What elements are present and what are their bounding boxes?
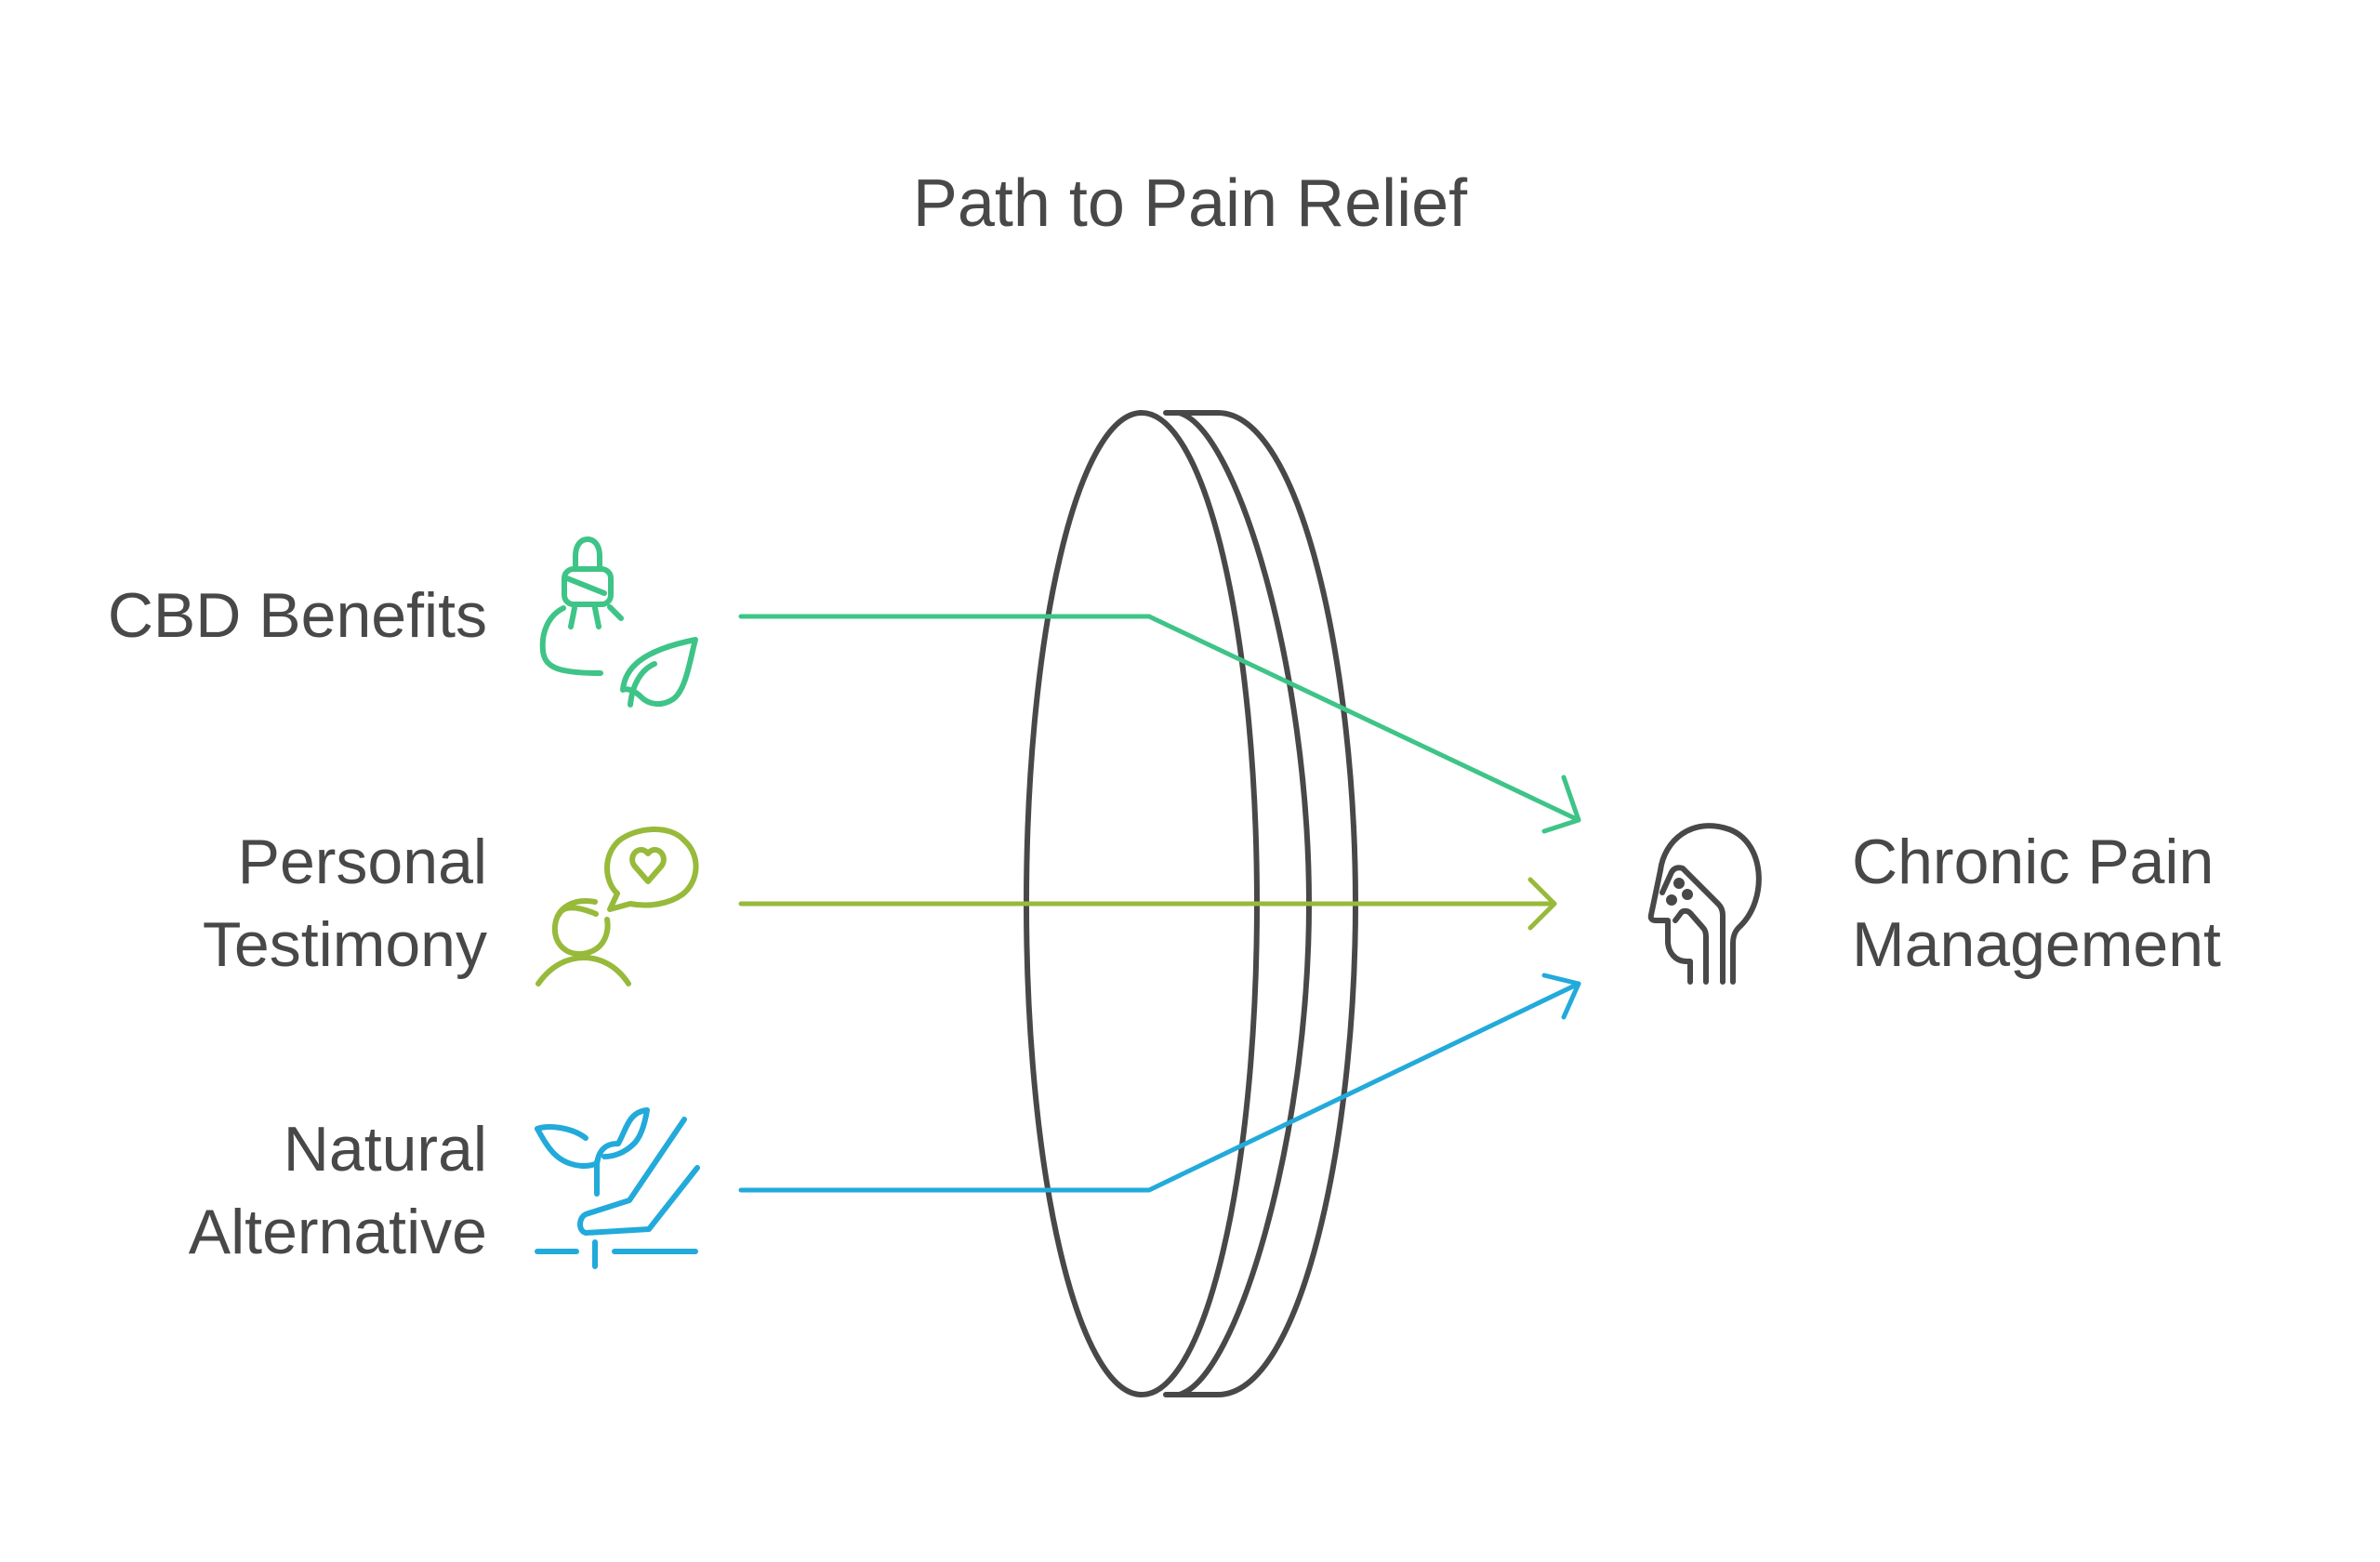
arrowhead-cbd bbox=[1541, 774, 1581, 834]
label-line: Personal bbox=[237, 827, 487, 897]
connector-natural bbox=[738, 981, 1581, 1193]
connector-cbd bbox=[738, 614, 1581, 823]
label-line: Management bbox=[1852, 909, 2221, 980]
diagram-title: Path to Pain Relief bbox=[912, 166, 1468, 241]
person-speech-heart-icon bbox=[536, 827, 699, 986]
hand-sprout-icon bbox=[535, 1107, 700, 1269]
label-line: Testimony bbox=[202, 909, 487, 980]
label-line: Chronic Pain bbox=[1852, 827, 2215, 897]
head-pain-icon bbox=[1647, 823, 1762, 985]
arrowhead-testimony bbox=[1527, 877, 1557, 931]
label-line: Natural bbox=[283, 1114, 487, 1185]
label-natural-alternative: Natural Alternative bbox=[189, 1108, 487, 1274]
label-line: Alternative bbox=[188, 1197, 487, 1267]
label-cbd-benefits: CBD Benefits bbox=[108, 575, 487, 657]
arrowhead-natural bbox=[1541, 973, 1581, 1020]
label-chronic-pain-management: Chronic Pain Management bbox=[1852, 821, 2221, 986]
label-personal-testimony: Personal Testimony bbox=[203, 821, 487, 986]
label-line: CBD Benefits bbox=[107, 580, 487, 651]
cbd-dropper-leaf-icon bbox=[539, 536, 698, 708]
